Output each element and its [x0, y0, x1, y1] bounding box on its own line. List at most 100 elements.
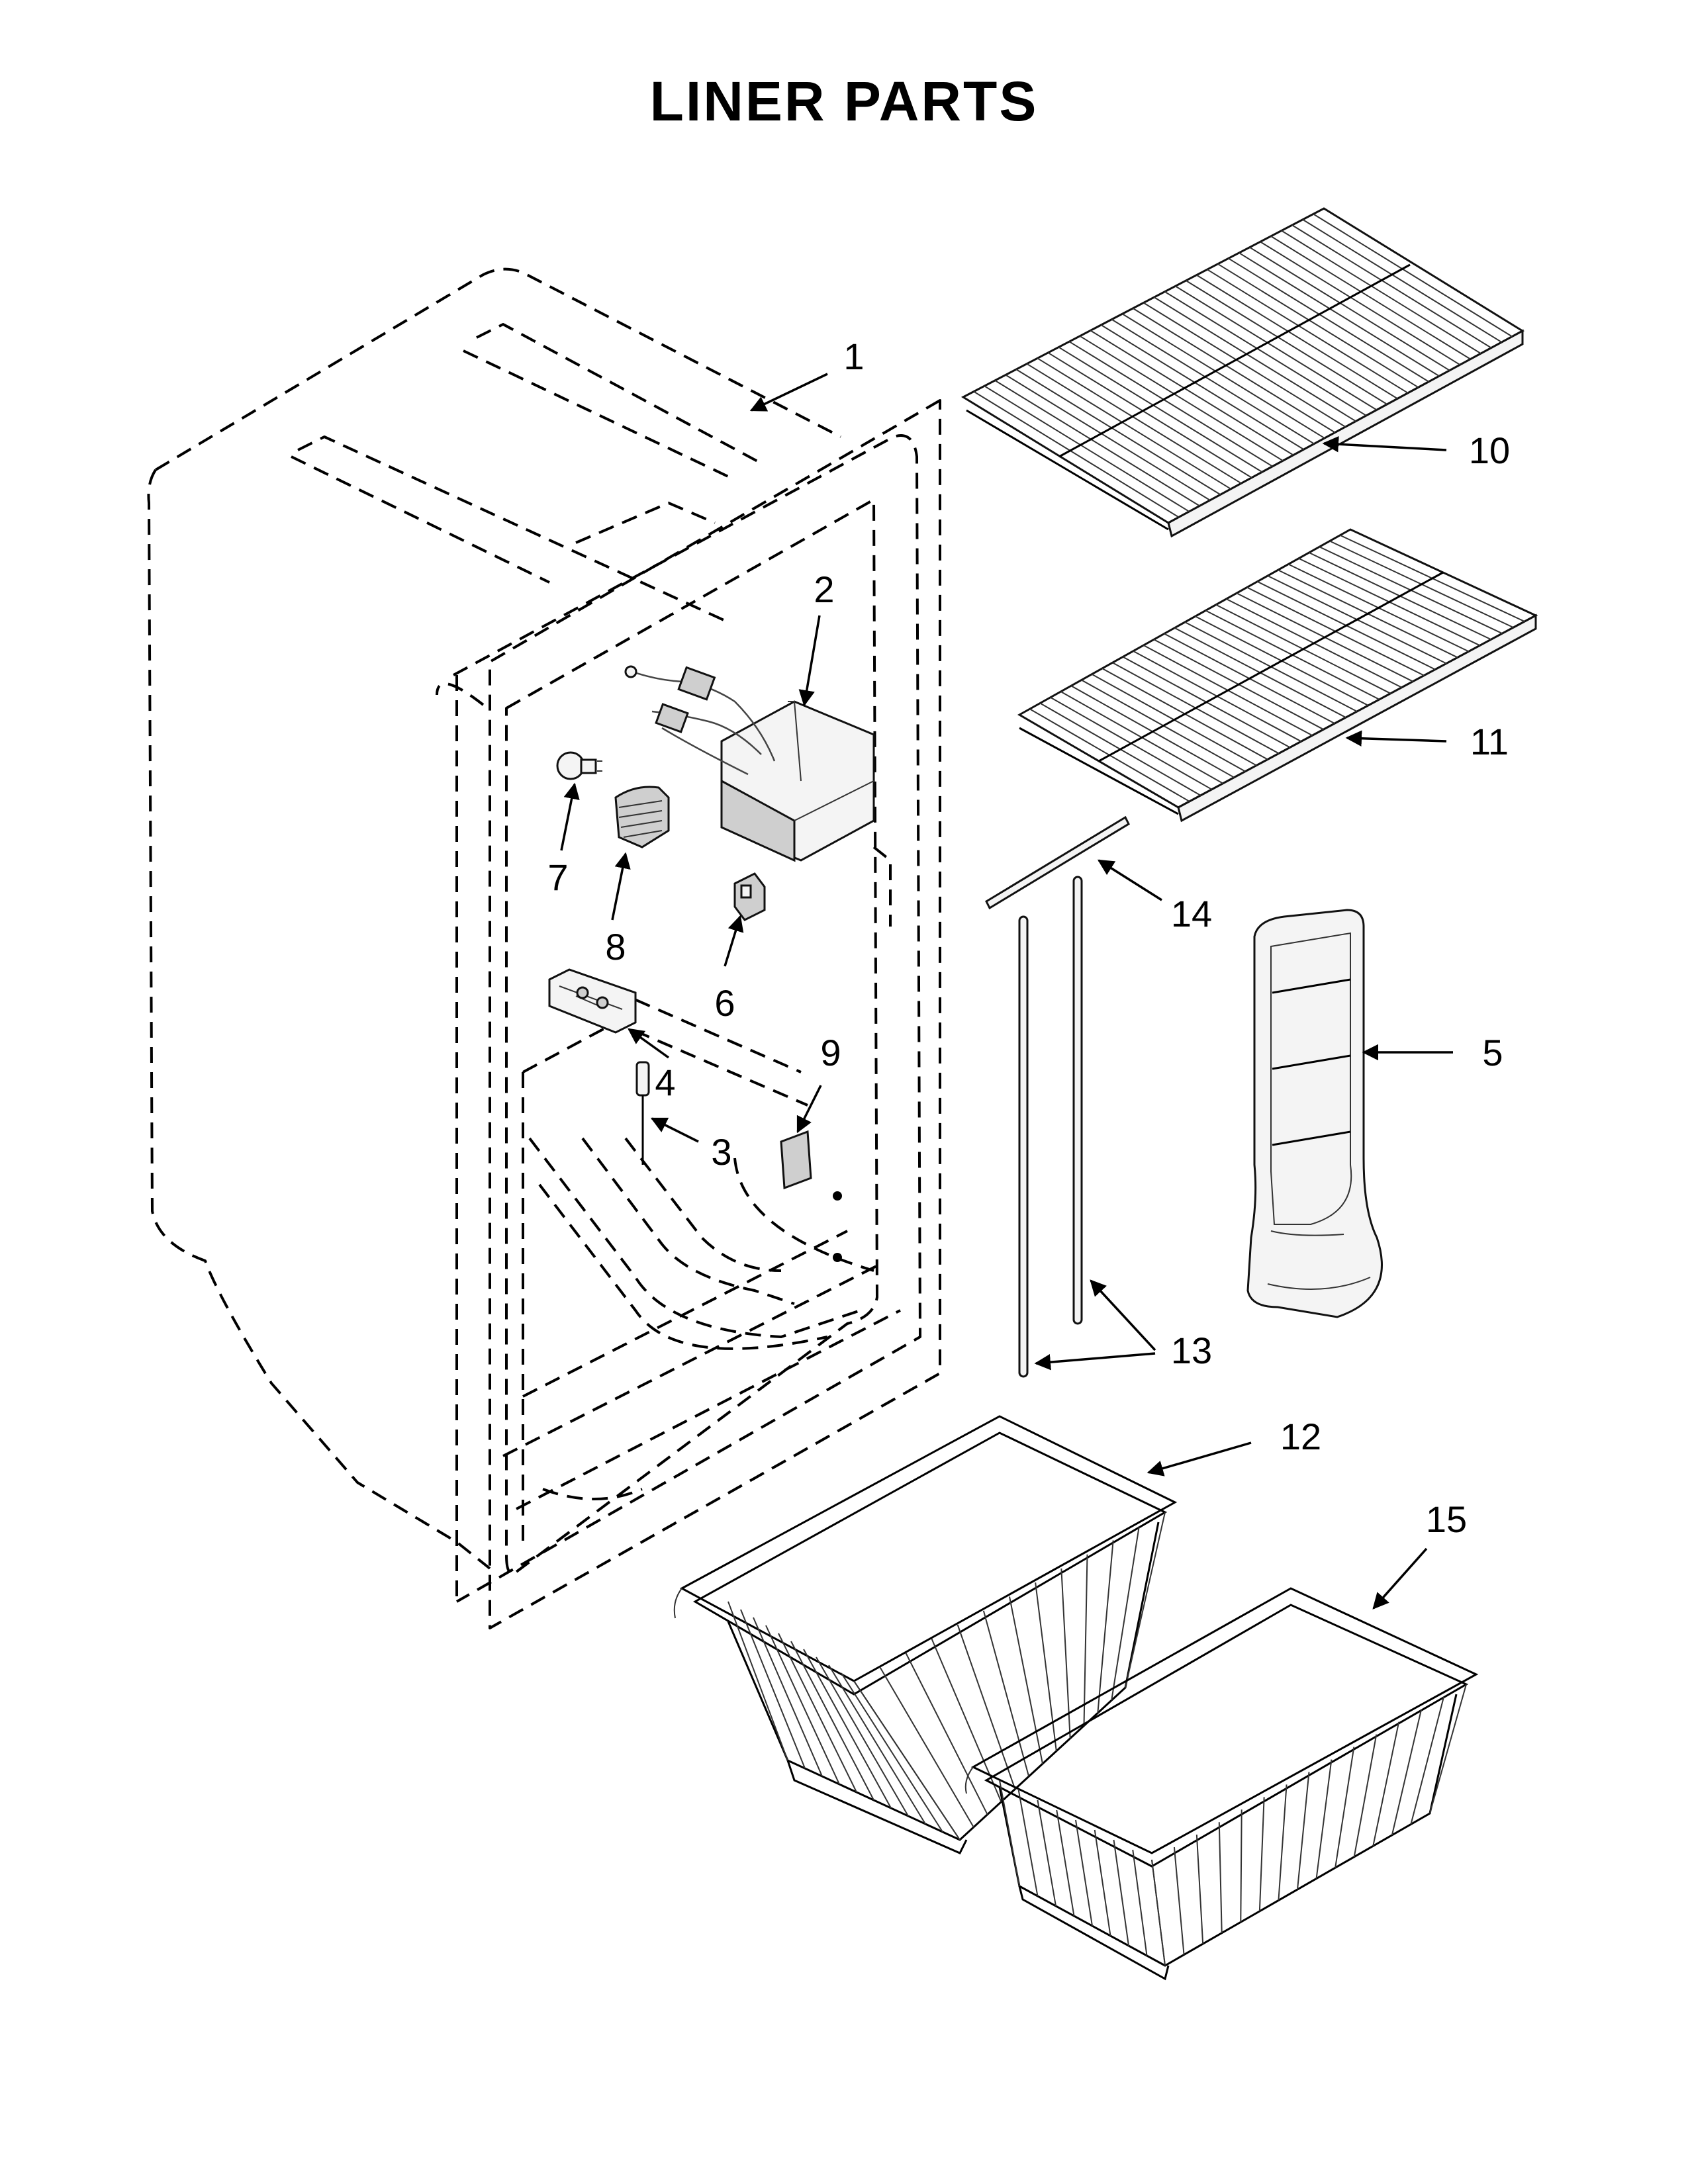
wire-bar [1017, 1790, 1039, 1897]
leader-line [1090, 1279, 1156, 1351]
wire-bar [1260, 241, 1461, 366]
wire-shelf-upper [961, 207, 1524, 538]
wire-bar [1111, 318, 1315, 445]
wire-bar [753, 1617, 823, 1777]
callout-label: 5 [1482, 1032, 1503, 1073]
light-housing [548, 968, 637, 1034]
wire-bar [778, 1633, 857, 1793]
wire-bar [1132, 1849, 1148, 1956]
wire-bar [1068, 341, 1273, 467]
callout-label: 9 [820, 1032, 841, 1073]
callout-14: 14 [1097, 859, 1212, 934]
wire-bar [1335, 1747, 1355, 1868]
wire-bar [905, 1653, 988, 1815]
wire-bar [1291, 224, 1492, 349]
wire-bar [1083, 1554, 1088, 1726]
wire-bar [1121, 313, 1325, 439]
control-box-assembly [624, 665, 875, 862]
wire-bar [1218, 1822, 1223, 1933]
wire-bar [803, 1649, 892, 1809]
liner-outline [147, 267, 941, 1629]
wire-bar [1186, 280, 1387, 405]
callout-6: 6 [714, 915, 744, 1024]
wire-bar [1228, 257, 1429, 383]
callout-label: 11 [1470, 721, 1509, 762]
leader-line [749, 373, 828, 412]
wire-bar [1410, 1696, 1445, 1825]
wire-bar [1372, 1721, 1400, 1846]
wire-bar [1249, 246, 1450, 371]
wire-bar [1009, 1596, 1043, 1764]
leader-line [1372, 1547, 1428, 1610]
callout-2: 2 [798, 569, 835, 707]
mounting-hole [833, 1253, 842, 1262]
light-bulb [556, 751, 602, 780]
wire-bar [1258, 1797, 1265, 1911]
callout-13: 13 [1034, 1279, 1212, 1371]
label-card [780, 1130, 812, 1190]
leader-line [650, 1117, 699, 1143]
wire-bar [765, 1625, 840, 1785]
callout-10: 10 [1322, 430, 1510, 471]
wire-bar [1313, 213, 1513, 338]
wire-bar [1058, 346, 1263, 473]
callout-4: 4 [628, 1028, 676, 1103]
callout-label: 3 [711, 1131, 731, 1173]
leader-line [1034, 1352, 1156, 1371]
wire-bar [1037, 357, 1242, 484]
leader-line [1345, 730, 1447, 747]
wire-bar [1297, 1772, 1310, 1890]
callout-15: 15 [1372, 1498, 1467, 1610]
callout-label: 13 [1171, 1330, 1212, 1371]
wire-bar [994, 380, 1200, 507]
wire-bar [1270, 236, 1471, 360]
wire-bar [1060, 1568, 1071, 1739]
wire-bar [1079, 335, 1284, 462]
horizontal-rod [985, 815, 1130, 910]
wire-bar [1207, 269, 1409, 394]
callout-label: 8 [605, 926, 626, 968]
wire-bar [1278, 1784, 1288, 1901]
leader-line [628, 1028, 670, 1059]
wire-bar [973, 390, 1180, 518]
callout-9: 9 [796, 1032, 841, 1134]
wire-bar [1175, 285, 1378, 411]
basket-large [673, 1415, 1178, 1854]
callout-12: 12 [1147, 1416, 1321, 1477]
leader-line [560, 782, 580, 851]
callout-label: 10 [1469, 430, 1510, 471]
wire-bar [1047, 352, 1252, 478]
callout-label: 12 [1280, 1416, 1321, 1457]
switch [733, 872, 766, 921]
wire-bar [1143, 302, 1346, 428]
wire-bar [1239, 252, 1440, 377]
wire-bar [740, 1609, 806, 1769]
wire-bar [1154, 296, 1356, 422]
wire-bar [1090, 330, 1294, 456]
wire-bar [1111, 1526, 1140, 1701]
callout-label: 7 [547, 856, 568, 898]
leader-line [724, 915, 744, 967]
wire-bar [1196, 1835, 1204, 1944]
wire-bar [1173, 1846, 1185, 1955]
wire-bar [999, 1780, 1020, 1887]
wire-bar [1429, 1684, 1467, 1814]
wire-shelf-lower [1017, 528, 1538, 823]
thermistor [635, 1061, 650, 1165]
wire-bar [1217, 263, 1419, 388]
wire-bar [1281, 230, 1481, 354]
air-duct [1246, 909, 1383, 1318]
page-title: LINER PARTS [650, 70, 1039, 132]
light-shield [614, 786, 670, 848]
wire-bar [1391, 1709, 1423, 1836]
wire-bar [1151, 1859, 1166, 1966]
wire-bar [1100, 324, 1305, 450]
wire-bar [853, 1680, 961, 1841]
callout-1: 1 [749, 336, 865, 412]
wire-bar [1113, 1839, 1129, 1946]
wire-bar [1196, 274, 1398, 400]
mounting-hole [833, 1191, 842, 1201]
wire-bar [1015, 369, 1221, 496]
callout-label: 2 [814, 569, 834, 610]
